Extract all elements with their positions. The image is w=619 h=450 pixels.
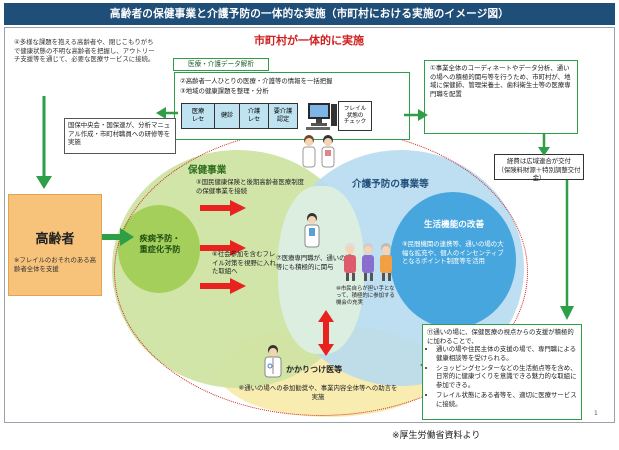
chip-care-certification: 要介護 認定: [268, 103, 298, 129]
heading-main: 市町村が一体的に実施: [254, 34, 364, 47]
note-outreach: ④多様な課題を抱える高齢者や、閉じこもりがちで健康状態の不明な高齢者を把握し、ア…: [14, 38, 155, 64]
kakaritsuke-item-8: ⑧通いの場への参加勧奨や、事業内容全体等への助言を実施: [238, 384, 398, 401]
arrow-right-elderly: [100, 228, 134, 246]
health-item-6: ⑥社会参加を含むフレイル対策を視野に入れた取組へ: [212, 250, 276, 276]
data-analysis-label: 医療・介護データ解析: [173, 58, 269, 71]
elderly-box: [8, 194, 102, 296]
arrow-funding: [538, 134, 550, 156]
funding-note: 経費は広域連合が交付 （保険料財源＋特別調整交付金）: [494, 154, 584, 182]
chip-medical-receipt: 医療 レセ: [181, 103, 215, 129]
elderly-note: ※フレイルのおそれのある高齢者全体を支援: [14, 256, 97, 273]
elderly-label: 高齢者: [35, 232, 75, 247]
chip-frailty-check: フレイル 状態の チェック: [338, 101, 372, 131]
diagram-panel: [4, 27, 615, 423]
health-worker-icon: [304, 213, 320, 248]
chip-care-receipt: 介護 レセ: [239, 103, 269, 129]
kaigo-item-9: ⑨民間機関の連携等、通いの場の大幅な拡充や、個人のインセンティブとなるポイント制…: [402, 240, 504, 266]
arrow-right-icon-3: [200, 278, 246, 294]
health-circle-label: 保健事業: [188, 165, 227, 176]
effects-box: ⑪通いの場に、保健医療の視点からの支援が積極的に加わることで、 通いの場や住民主…: [422, 324, 582, 420]
effects-item: フレイル状態にある者等を、適切に医療サービスに接続。: [436, 391, 577, 408]
page-title: 高齢者の保健事業と介護予防の一体的な実施（市町村における実施のイメージ図）: [4, 3, 615, 25]
arrow-right-icon: [200, 200, 246, 216]
data-analysis-item-3: ③地域の健康課題を整理・分析: [180, 87, 269, 95]
health-item-5: ⑤国民健康保険と後期高齢者医療制度の保健事業を接続: [196, 178, 304, 195]
data-analysis-item-2: ②高齢者一人ひとりの医療・介護等の情報を一括把握: [180, 77, 333, 85]
arrow-left-to-data: [156, 107, 178, 119]
center-note-10: ⑩市民自らが担い手となって、積極的に参加する機会の充実: [336, 286, 395, 306]
kakaritsuke-label: かかりつけ医等: [286, 365, 343, 374]
effects-list: 通いの場や住民主体の支援の場で、専門職による健康相談等を受けられる。 ショッピン…: [427, 345, 577, 408]
nurse-icon: [302, 135, 335, 168]
note-kokuho: 国保中央会・国保連が、分析マニュアル作成・市町村職員への研修等を実施: [64, 118, 176, 154]
note-coordination: ①事業全体のコーディネートやデータ分析、通いの場への積極的関与等を行うため、市町…: [424, 60, 578, 134]
life-function-label: 生活機能の改善: [423, 220, 485, 230]
computer-icon: [306, 103, 337, 130]
arrow-down-right-box: [560, 180, 574, 320]
effects-item: 通いの場や住民主体の支援の場で、専門職による健康相談等を受けられる。: [436, 345, 577, 362]
effects-intro: ⑪通いの場に、保健医療の視点からの支援が積極的に加わることで、: [427, 328, 574, 345]
disease-prevention-label: 疾病予防・ 重症化予防: [139, 233, 181, 254]
doctor-icon: [264, 345, 282, 378]
arrow-data-right: [404, 109, 428, 121]
center-item-7: ⑦医療専門職が、通いの場等にも積極的に関与: [276, 254, 352, 271]
arrow-right-icon-2: [200, 240, 246, 256]
double-arrow-icon: [318, 310, 334, 356]
kaigo-circle-label: 介護予防の事業等: [352, 179, 429, 190]
senior-group-icon: [344, 243, 392, 281]
footer-source: ※厚生労働省資料より: [392, 431, 481, 441]
effects-item: ショッピングセンターなどの生活拠点等を含め、日常的に健康づくりを意識できる魅力的…: [436, 364, 577, 390]
arrow-down-left: [36, 96, 52, 189]
page-number: 1: [594, 410, 598, 417]
chip-checkup: 健診: [214, 103, 240, 129]
